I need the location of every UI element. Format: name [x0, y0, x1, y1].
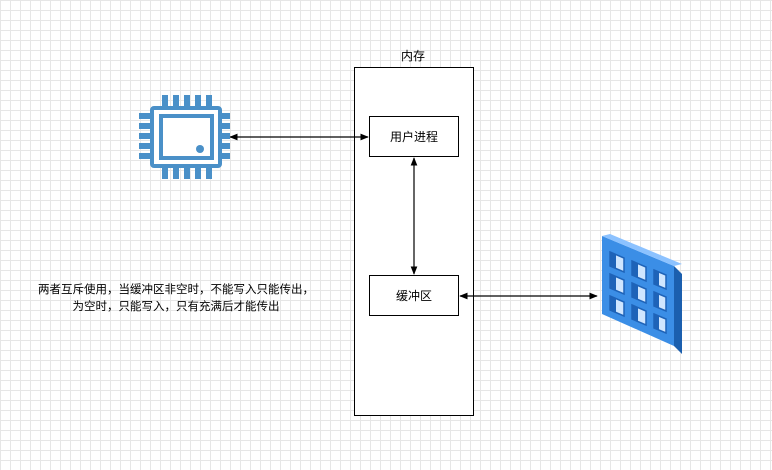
buffer-label: 缓冲区	[395, 289, 432, 303]
cpu-chip-icon	[139, 95, 230, 179]
mutex-note: 两者互斥使用，当缓冲区非空时，不能写入只能传出， 为空时，只能写入，只有充满后才…	[24, 281, 328, 315]
buffer-box: 缓冲区	[369, 275, 459, 316]
user-process-label: 用户进程	[389, 130, 438, 144]
note-line-2: 为空时，只能写入，只有充满后才能传出	[72, 299, 280, 313]
user-process-box: 用户进程	[369, 116, 459, 157]
note-line-1: 两者互斥使用，当缓冲区非空时，不能写入只能传出，	[38, 282, 314, 296]
memory-label: 内存	[401, 49, 426, 63]
window-panel-icon	[602, 234, 682, 354]
